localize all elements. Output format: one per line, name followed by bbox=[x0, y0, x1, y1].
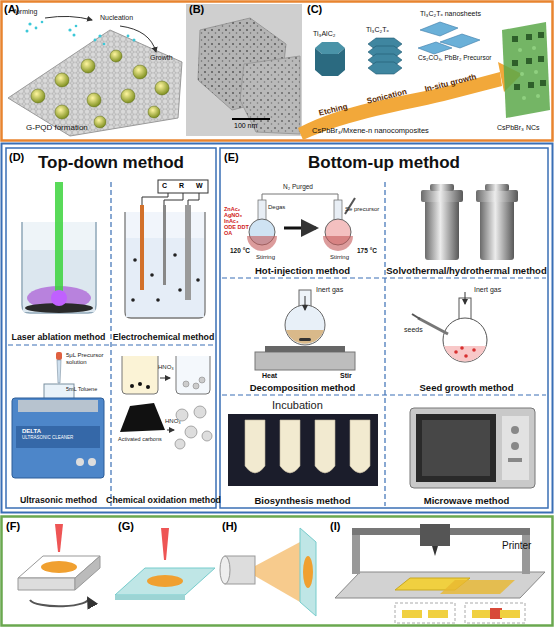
method-cell: Seed growth method bbox=[385, 278, 548, 395]
annotation-label: R bbox=[179, 182, 184, 190]
panel-letter: (F) bbox=[6, 520, 20, 532]
annotation-label: Se precursor bbox=[345, 206, 379, 213]
method-cell: Ultrasonic method bbox=[6, 345, 111, 508]
annotation-label: forming bbox=[14, 8, 37, 16]
annotation-label: N₂ Purged bbox=[283, 183, 313, 190]
annotation-label: CsPbBr₃ NCs bbox=[497, 124, 540, 132]
annotation-label: G-PQD formation bbox=[26, 124, 88, 133]
panel-heading: Top-down method bbox=[6, 153, 216, 173]
annotation-label: Degas bbox=[268, 204, 285, 211]
annotation-label: 5μL Precursor solution bbox=[66, 352, 108, 365]
method-name: Biosynthesis method bbox=[208, 496, 397, 506]
method-name: Ultrasonic method bbox=[0, 496, 123, 506]
method-panel: Top-down methodLaser ablation methodElec… bbox=[6, 148, 216, 508]
annotation-label: ULTRASONIC CLEANER bbox=[22, 436, 73, 441]
panel-letter: (B) bbox=[189, 3, 204, 15]
annotation-label: DELTA bbox=[22, 428, 41, 435]
annotation-label: Etching bbox=[318, 103, 349, 119]
method-cell: Electrochemical method bbox=[111, 180, 216, 345]
annotation-label: Growth bbox=[150, 54, 173, 62]
method-name: Microwave method bbox=[373, 496, 554, 506]
method-name: Hot-injection method bbox=[208, 266, 397, 276]
method-name: Chemical oxidation method bbox=[99, 496, 228, 506]
annotation-label: Printer bbox=[502, 540, 531, 551]
annotation-label: In-situ growth bbox=[424, 73, 477, 94]
annotation-label: seeds bbox=[404, 326, 423, 334]
annotation-label: Heat bbox=[262, 372, 277, 380]
annotation-label: Inert gas bbox=[316, 286, 343, 294]
annotation-label: ZnAc₂ AgNO₃ InAc₃ ODE DDT OA bbox=[224, 206, 250, 236]
panel-letter: (G) bbox=[118, 520, 134, 532]
method-name: Decomposition method bbox=[208, 383, 397, 393]
annotation-label: Incubation bbox=[272, 399, 323, 411]
method-cell: Microwave method bbox=[385, 395, 548, 508]
annotation-label: 100 nm bbox=[234, 122, 257, 130]
annotation-label: Ti₃C₂Tₓ nanosheets bbox=[420, 10, 481, 18]
annotation-label: 120 °C bbox=[230, 247, 250, 254]
method-cell: Biosynthesis method bbox=[220, 395, 385, 508]
annotation-label: 5mL Toluene bbox=[66, 386, 97, 392]
annotation-label: HNO₃ bbox=[158, 364, 174, 371]
annotation-label: Stirring bbox=[330, 254, 349, 261]
method-name: Solvothermal/hydrothermal method bbox=[373, 266, 554, 276]
annotation-label: Ti₃C₂Tₓ bbox=[366, 26, 389, 34]
annotation-label: C bbox=[162, 182, 167, 190]
panel-letter: (E) bbox=[224, 151, 239, 163]
panel-letter: (H) bbox=[222, 520, 237, 532]
method-name: Seed growth method bbox=[373, 383, 554, 393]
panel-letter: (I) bbox=[330, 520, 340, 532]
annotation-label: Inert gas bbox=[474, 286, 501, 294]
annotation-label: HNO₃ bbox=[165, 418, 181, 425]
method-cell: Decomposition method bbox=[220, 278, 385, 395]
annotation-label: Ti₃AlC₂ bbox=[313, 30, 335, 38]
annotation-label: 175 °C bbox=[357, 247, 377, 254]
method-cell: Solvothermal/hydrothermal method bbox=[385, 180, 548, 278]
panel-letter: (D) bbox=[9, 151, 24, 163]
method-panel: Bottom-up methodHot-injection methodSolv… bbox=[220, 148, 548, 508]
annotation-label: Activated carbons bbox=[118, 436, 162, 442]
annotation-label: Stir bbox=[340, 372, 352, 380]
annotation-label: Stirring bbox=[256, 254, 275, 261]
method-cell: Laser ablation method bbox=[6, 180, 111, 345]
panel-heading: Bottom-up method bbox=[220, 153, 548, 173]
method-name: Electrochemical method bbox=[99, 333, 228, 343]
annotation-label: Cs₂CO₃, PbBr₂ Precursor bbox=[418, 54, 491, 61]
annotation-label: Sonication bbox=[366, 88, 408, 106]
method-name: Laser ablation method bbox=[0, 333, 123, 343]
panel-letter: (C) bbox=[307, 3, 322, 15]
annotation-label: Nucleation bbox=[100, 14, 133, 22]
annotation-label: W bbox=[196, 182, 203, 190]
annotation-label: CsPbBr₃/Mxene-n nanocomposites bbox=[312, 127, 429, 135]
